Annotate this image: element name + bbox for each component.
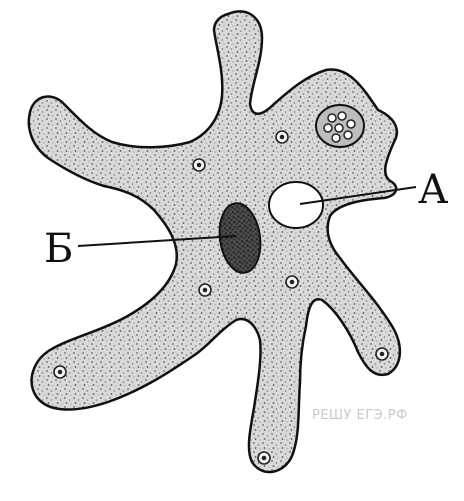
watermark: РЕШУ ЕГЭ.РФ (312, 408, 408, 423)
label-a: А (418, 167, 448, 213)
label-b: Б (44, 226, 73, 272)
contractile-vacuole (269, 182, 323, 228)
digestive-vacuole (316, 105, 364, 147)
amoeba-body (29, 11, 400, 472)
